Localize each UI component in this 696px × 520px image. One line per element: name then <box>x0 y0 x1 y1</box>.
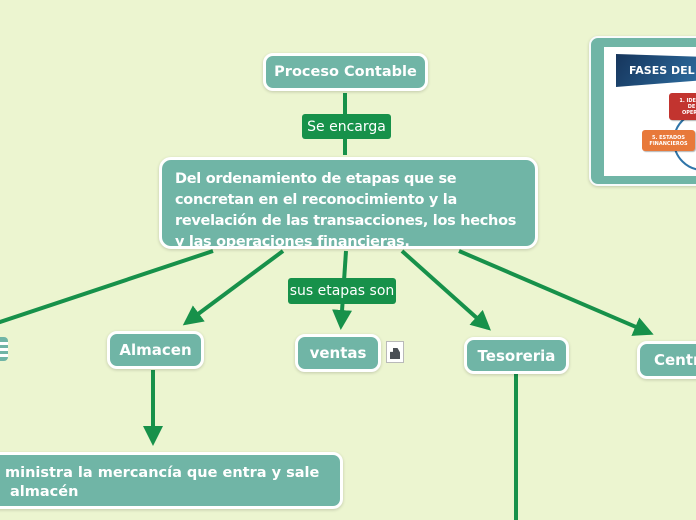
thumbnail-image: FASES DEL 1. IDENT DE OPERA 5. ESTADOS F… <box>604 47 696 176</box>
node-description-text: Del ordenamiento de etapas que se concre… <box>175 171 517 250</box>
thumbnail-orange-step-box: 5. ESTADOS FINANCIEROS <box>642 130 695 151</box>
node-proceso-contable[interactable]: Proceso Contable <box>263 53 428 91</box>
thumbnail-red-step-box: 1. IDENT DE OPERA <box>669 93 696 120</box>
node-almacen[interactable]: Almacen <box>107 331 204 369</box>
red-box-line1: 1. IDENT <box>679 97 696 104</box>
attached-image-icon[interactable] <box>386 341 404 363</box>
node-tesoreria[interactable]: Tesoreria <box>464 337 569 374</box>
edge-description-to-tesoreria <box>400 249 491 331</box>
almacen-detail-line1: ministra la mercancía que entra y sale <box>5 465 320 481</box>
edge-description-to-central <box>458 249 654 336</box>
node-description[interactable]: Del ordenamiento de etapas que se concre… <box>159 157 538 250</box>
orange-box-line1: 5. ESTADOS <box>651 134 686 141</box>
red-box-line3: OPERA <box>681 109 696 116</box>
node-proceso-contable-label: Proceso Contable <box>274 64 417 80</box>
thumbnail-banner: FASES DEL <box>616 54 696 87</box>
node-ventas-label: ventas <box>309 344 367 362</box>
edge-description-to-almacen <box>182 249 285 326</box>
notes-list-icon[interactable] <box>0 337 8 361</box>
almacen-detail-line2: almacén <box>10 484 79 500</box>
edge-label-sus-etapas-son[interactable]: sus etapas son <box>288 278 396 304</box>
node-almacen-detail[interactable]: ministra la mercancía que entra y sale a… <box>0 452 343 509</box>
node-almacen-label: Almacen <box>119 341 192 359</box>
node-central-partial[interactable]: Centr <box>637 341 696 379</box>
red-box-line2: DE <box>687 103 696 110</box>
node-tesoreria-label: Tesoreria <box>477 346 556 365</box>
node-central-label: Centr <box>654 351 696 369</box>
thumbnail-banner-text: FASES DEL <box>629 64 695 77</box>
image-glyph-icon <box>390 348 400 359</box>
edge-label-se-encarga-text: Se encarga <box>307 118 386 135</box>
edge-description-to-offscreen-left <box>0 249 214 325</box>
node-ventas[interactable]: ventas <box>295 334 381 372</box>
orange-box-line2: FINANCIEROS <box>649 140 688 147</box>
attached-image-thumbnail[interactable]: FASES DEL 1. IDENT DE OPERA 5. ESTADOS F… <box>589 36 696 186</box>
edge-label-sus-etapas-son-text: sus etapas son <box>289 283 395 299</box>
edge-label-se-encarga[interactable]: Se encarga <box>302 114 391 139</box>
